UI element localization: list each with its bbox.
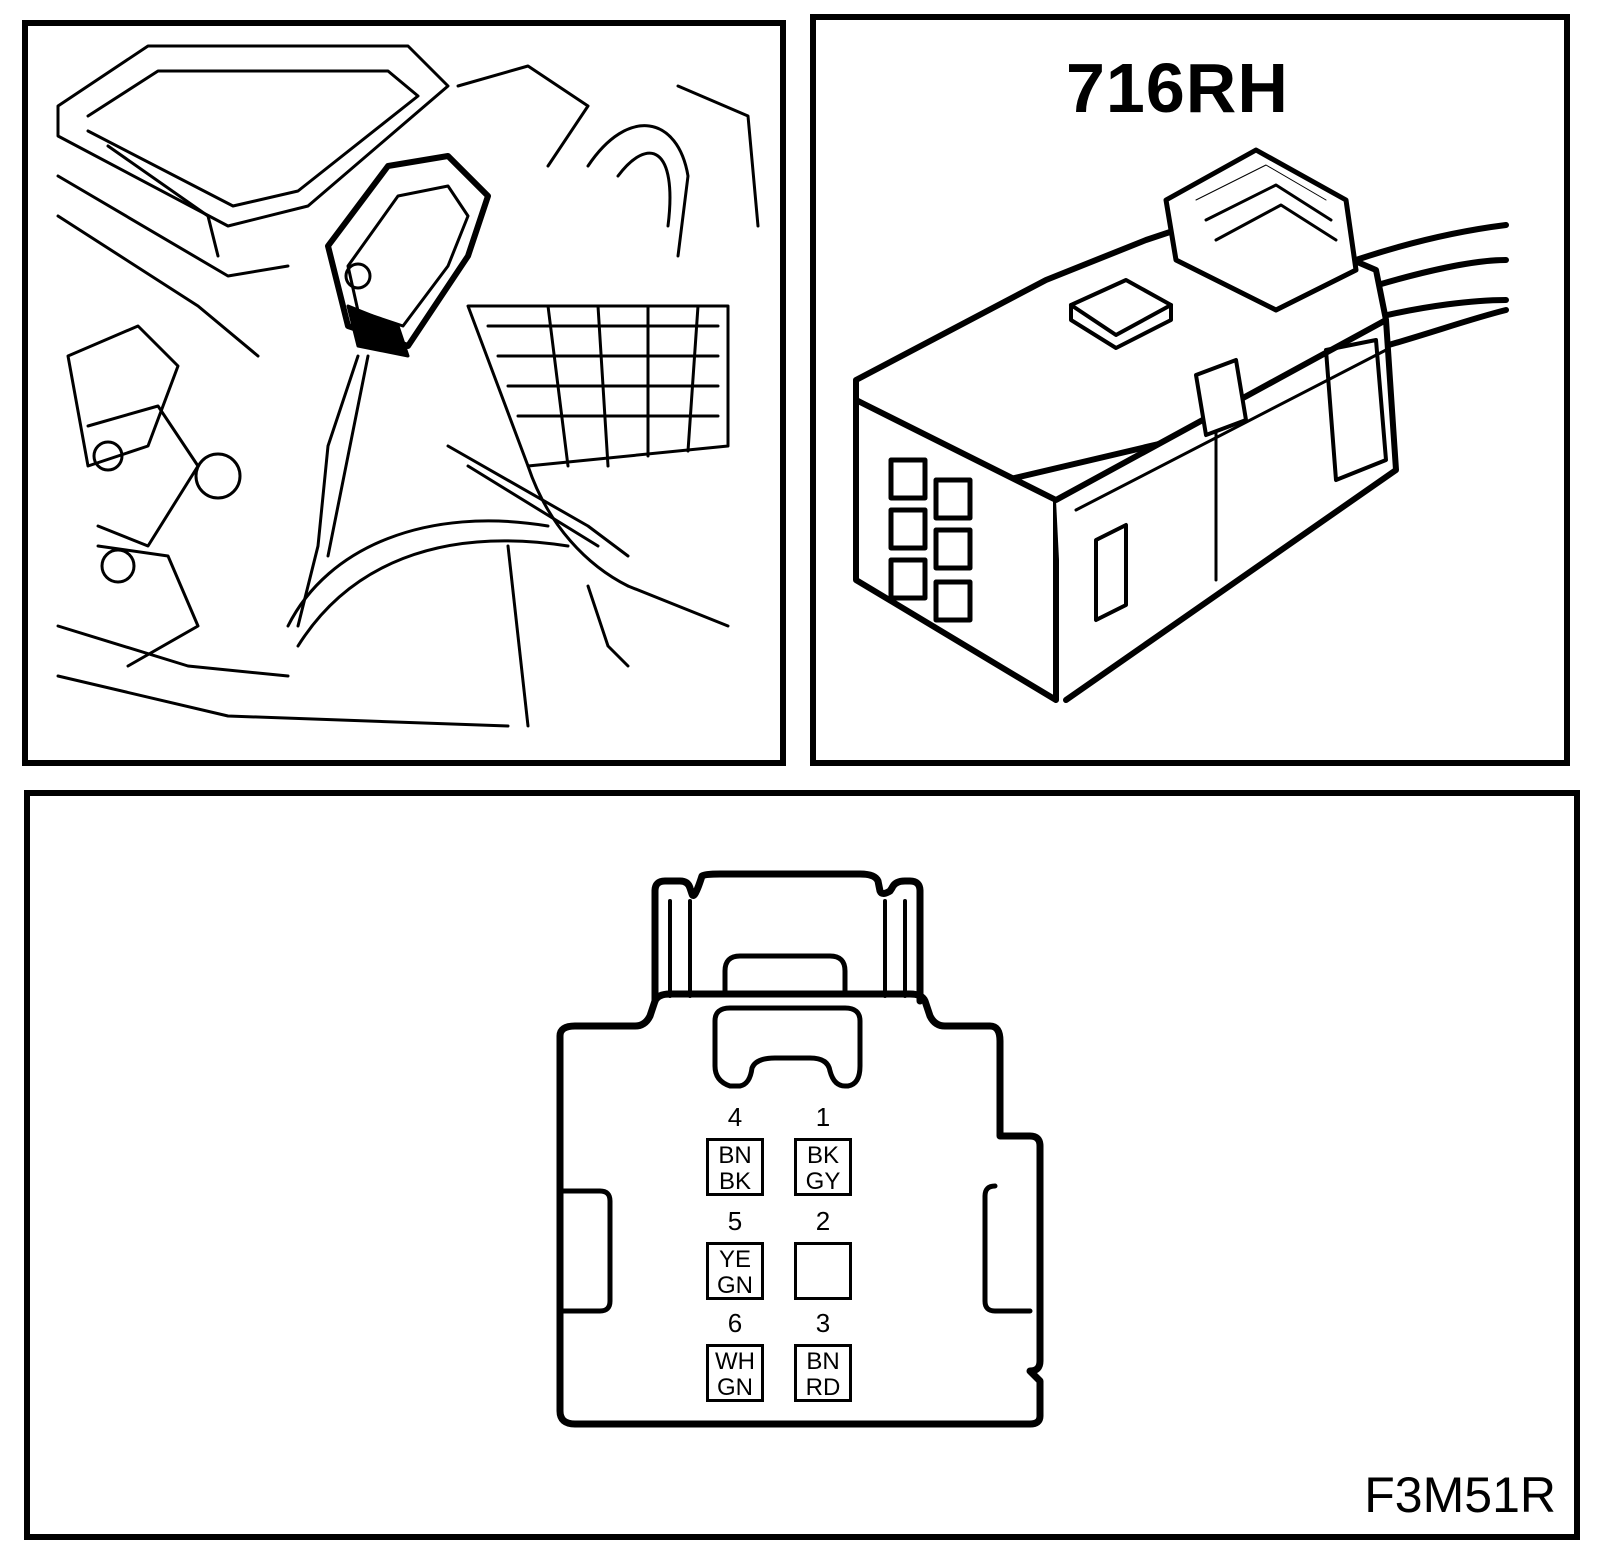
pin-1-color-line2: GY	[805, 1168, 841, 1195]
pin-number-4: 4	[727, 1102, 743, 1132]
pin-number-1: 1	[815, 1102, 831, 1132]
pin-4-cavity: BN BK	[706, 1138, 764, 1196]
connector-title: 716RH	[1066, 49, 1289, 127]
pin-number-5: 5	[727, 1206, 743, 1236]
pin-number-6: 6	[727, 1308, 743, 1338]
pin-1-cavity: BK GY	[794, 1138, 852, 1196]
pin-3-color-line2: RD	[805, 1374, 841, 1401]
pin-2-cavity	[794, 1242, 852, 1300]
pin-6-color-line2: GN	[717, 1374, 753, 1401]
pin-number-2: 2	[815, 1206, 831, 1236]
pin-6-color-line1: WH	[715, 1348, 755, 1375]
connector-face-outline	[556, 870, 1044, 1428]
pin-1-color-line1: BK	[806, 1142, 839, 1169]
figure-code: F3M51R	[1364, 1467, 1556, 1523]
location-view-panel	[22, 20, 786, 766]
location-illustration	[56, 44, 760, 728]
pin-6-cavity: WH GN	[706, 1344, 764, 1402]
pin-5-cavity: YE GN	[706, 1242, 764, 1300]
pin-3-color-line1: BN	[806, 1348, 840, 1375]
pinout-view-panel: 4 BN BK 1 BK GY 5 YE GN 2 6 WH GN 3 BN R…	[24, 790, 1580, 1540]
pin-3-cavity: BN RD	[794, 1344, 852, 1402]
connector-illustration	[853, 147, 1509, 703]
connector-view-panel: 716RH	[810, 14, 1570, 766]
pin-number-3: 3	[815, 1308, 831, 1338]
pin-4-color-line1: BN	[718, 1142, 752, 1169]
pin-5-color-line2: GN	[717, 1272, 753, 1299]
pin-5-color-line1: YE	[718, 1246, 751, 1273]
pin-4-color-line2: BK	[718, 1168, 751, 1195]
